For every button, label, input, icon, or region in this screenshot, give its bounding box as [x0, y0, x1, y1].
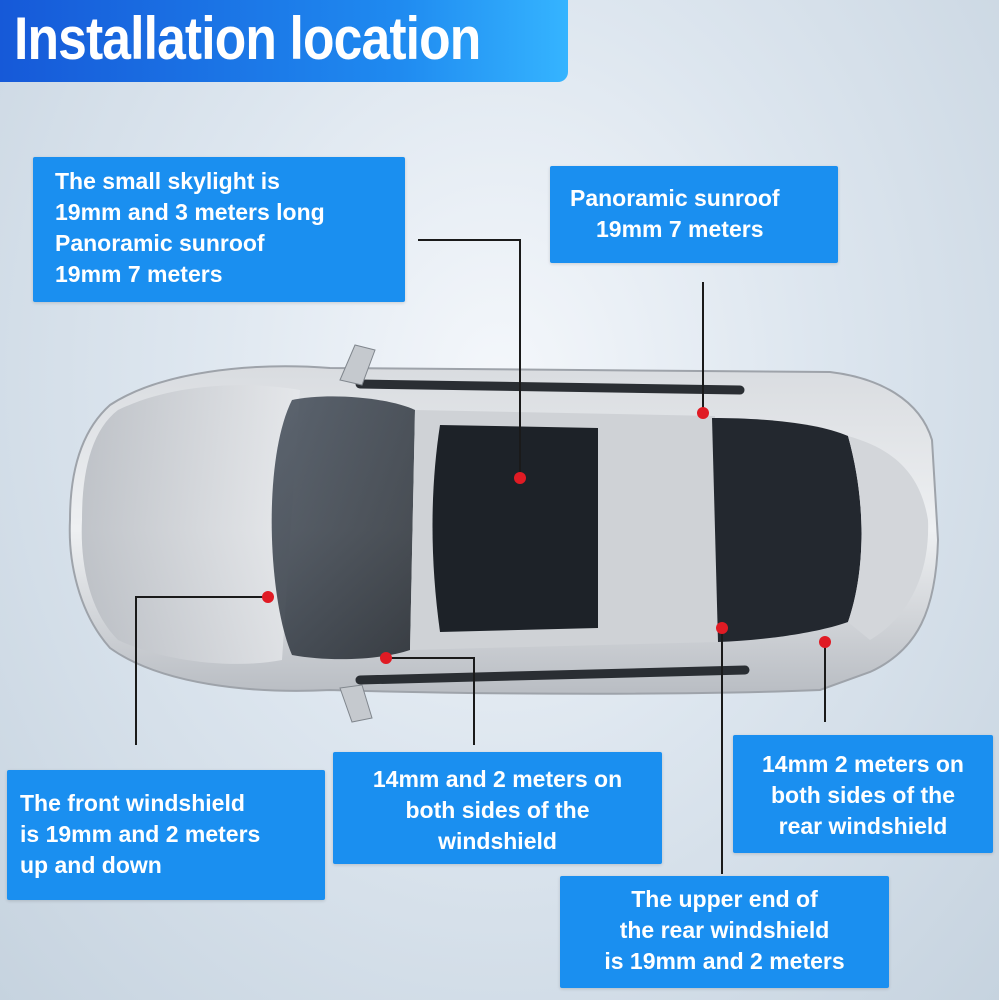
marker-skylight [514, 472, 526, 484]
callout-panoramic-line-2: 19mm 7 meters [596, 216, 764, 242]
callout-rear-upper-line-2: the rear windshield [619, 917, 830, 943]
callout-skylight: The small skylight is 19mm and 3 meters … [33, 157, 405, 302]
callout-windshield-sides-line-3: windshield [438, 828, 557, 854]
callout-rear-upper-line-3: is 19mm and 2 meters [604, 948, 845, 974]
mirror-bottom [339, 684, 373, 723]
leader-front-windshield [135, 596, 268, 745]
page-title: Installation location [14, 5, 481, 72]
markers [262, 407, 831, 664]
callout-rear-sides: 14mm 2 meters on both sides of the rear … [733, 735, 993, 853]
callout-rear-upper-line-1: The upper end of [631, 886, 818, 912]
leader-skylight [418, 239, 521, 478]
front-windshield [271, 396, 415, 660]
callout-rear-sides-line-3: rear windshield [778, 813, 948, 839]
callout-rear-sides-line-1: 14mm 2 meters on [762, 751, 964, 777]
callout-skylight-line-1: The small skylight is [55, 168, 280, 194]
callout-front-windshield: The front windshield is 19mm and 2 meter… [7, 770, 325, 900]
car-trunk [848, 436, 929, 640]
title-banner: Installation location [0, 0, 568, 82]
leader-windshield-sides [386, 657, 475, 745]
callout-windshield-sides-line-2: both sides of the [405, 797, 590, 823]
rear-windshield [712, 418, 862, 642]
roof-rail-bottom [355, 665, 750, 685]
sunroof-front-panel [432, 425, 598, 632]
callout-panoramic: Panoramic sunroof 19mm 7 meters [550, 166, 838, 263]
marker-panoramic [697, 407, 709, 419]
callout-front-windshield-line-3: up and down [20, 852, 162, 878]
callout-panoramic-line-1: Panoramic sunroof [570, 185, 780, 211]
callout-front-windshield-line-2: is 19mm and 2 meters [20, 821, 261, 847]
marker-rear-sides [819, 636, 831, 648]
callout-windshield-sides: 14mm and 2 meters on both sides of the w… [333, 752, 662, 864]
mirror-top [339, 344, 376, 386]
callout-skylight-line-3: Panoramic sunroof [55, 230, 265, 256]
callout-rear-upper: The upper end of the rear windshield is … [560, 876, 889, 988]
callout-front-windshield-line-1: The front windshield [20, 790, 245, 816]
car-hood [81, 385, 300, 664]
marker-rear-upper [716, 622, 728, 634]
callout-windshield-sides-line-1: 14mm and 2 meters on [372, 766, 623, 792]
marker-front-windshield [262, 591, 274, 603]
callout-skylight-line-2: 19mm and 3 meters long [55, 199, 325, 225]
callout-skylight-line-4: 19mm 7 meters [55, 261, 223, 287]
roof-rail-top [355, 379, 745, 395]
leader-lines [135, 239, 826, 874]
callout-rear-sides-line-2: both sides of the [771, 782, 955, 808]
marker-windshield-sides [380, 652, 392, 664]
